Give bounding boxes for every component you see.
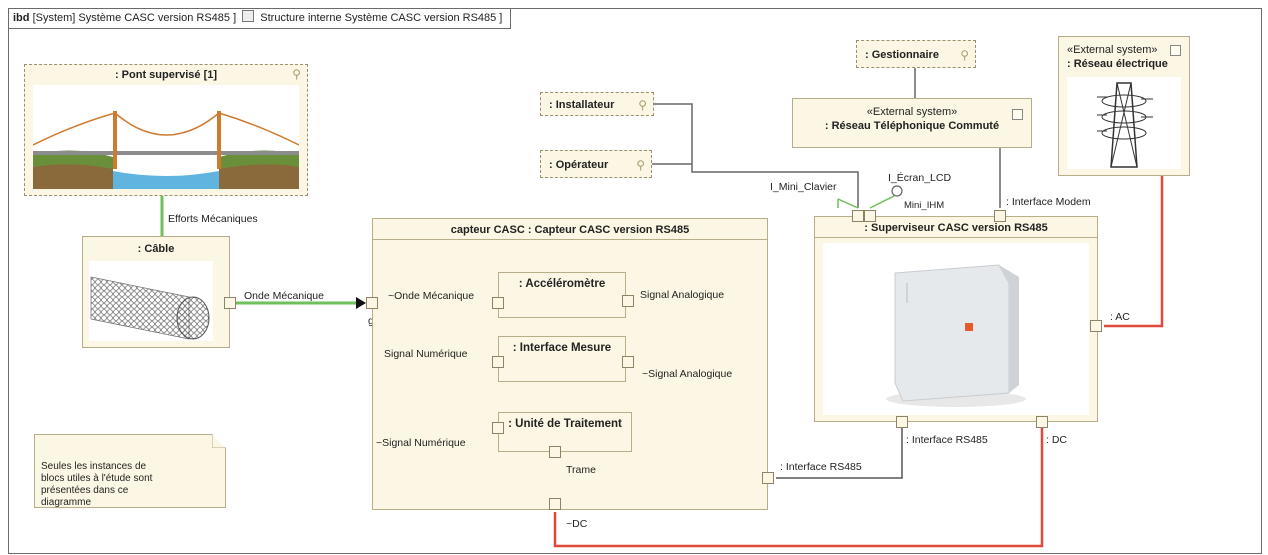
actor-icon: ⚲	[638, 98, 647, 112]
block-accelerometre-title: : Accéléromètre	[518, 278, 606, 290]
port-capteur-dc[interactable]	[549, 498, 561, 510]
note: Seules les instances de blocs utiles à l…	[34, 434, 226, 508]
reseau-stereotype: «External system»	[1067, 44, 1158, 56]
actor-icon: ⚲	[960, 48, 969, 62]
cable-illustration	[90, 276, 210, 340]
block-cable-title: : Câble	[137, 243, 175, 255]
pylon-image	[1067, 77, 1181, 169]
label-interface-rs485-sup: : Interface RS485	[906, 434, 988, 446]
label-dc-inv: ~DC	[566, 518, 588, 530]
bridge-image	[32, 85, 300, 189]
connector-dc	[553, 424, 1044, 548]
interface-ecran-lollipop	[891, 185, 903, 197]
block-superviseur-title: : Superviseur CASC version RS485	[864, 222, 1048, 234]
port-ut-in[interactable]	[492, 422, 504, 434]
label-signal-numerique-inv: ~Signal Numérique	[376, 437, 466, 449]
port-cable-onde[interactable]	[224, 297, 236, 309]
port-im-in[interactable]	[492, 356, 504, 368]
block-pont-title: : Pont supervisé [1]	[114, 69, 218, 81]
frame-header: ibd [System] Système CASC version RS485 …	[9, 9, 512, 29]
label-i-mini-clavier: I_Mini_Clavier	[770, 181, 837, 193]
frame-context: [System] Système CASC version RS485 ]	[32, 12, 237, 24]
block-reseau-title: «External system» : Réseau électrique	[1067, 43, 1189, 71]
block-interface-mesure[interactable]: : Interface Mesure	[498, 336, 626, 382]
port-superviseur-ac[interactable]	[1090, 320, 1102, 332]
cable-image	[89, 261, 213, 341]
superviseur-image	[823, 243, 1089, 415]
label-g: g	[368, 315, 374, 327]
port-mini-ecran[interactable]	[864, 210, 876, 222]
port-superviseur-dc[interactable]	[1036, 416, 1048, 428]
block-operateur-title: : Opérateur	[549, 159, 609, 171]
actor-icon: ⚲	[292, 67, 301, 81]
block-unite-title: : Unité de Traitement	[508, 418, 622, 430]
block-reseau-electrique[interactable]: «External system» : Réseau électrique	[1058, 36, 1190, 176]
port-capteur-onde[interactable]	[366, 297, 378, 309]
block-capteur-title: capteur CASC : Capteur CASC version RS48…	[450, 224, 690, 236]
port-ut-trame[interactable]	[549, 446, 561, 458]
block-installateur[interactable]: : Installateur ⚲	[540, 92, 654, 116]
actor-icon: ⚲	[636, 158, 645, 172]
connector-rs485	[776, 424, 903, 479]
label-signal-analogique: Signal Analogique	[640, 289, 725, 301]
label-trame: Trame	[566, 464, 596, 476]
connector-installateur	[654, 103, 859, 208]
port-mini-clavier[interactable]	[852, 210, 864, 222]
interface-ecran-line	[869, 195, 895, 209]
title-divider	[373, 239, 767, 240]
label-ac: : AC	[1110, 311, 1130, 323]
frame-kind: ibd	[13, 12, 30, 24]
flow-arrow	[356, 297, 366, 309]
rtc-stereotype: «External system»	[866, 106, 958, 118]
port-superviseur-rs485[interactable]	[896, 416, 908, 428]
pylon-illustration	[1097, 82, 1153, 168]
diagram-frame: ibd [System] Système CASC version RS485 …	[8, 8, 1262, 554]
cabinet-illustration	[886, 264, 1026, 407]
title-divider	[815, 237, 1097, 238]
ibd-icon	[242, 10, 255, 22]
connector-ac	[1104, 176, 1164, 328]
port-im-out[interactable]	[622, 356, 634, 368]
external-system-icon	[1170, 45, 1181, 56]
label-i-ecran: I_Écran_LCD	[888, 172, 952, 184]
note-text: Seules les instances de blocs utiles à l…	[41, 461, 153, 508]
rtc-name: : Réseau Téléphonique Commuté	[824, 120, 1000, 132]
block-interface-mesure-title: : Interface Mesure	[512, 342, 612, 354]
block-cable[interactable]: : Câble	[82, 236, 230, 348]
label-efforts: Efforts Mécaniques	[168, 213, 258, 225]
external-system-icon	[1012, 109, 1023, 120]
block-superviseur[interactable]: : Superviseur CASC version RS485	[814, 216, 1098, 422]
block-unite-traitement[interactable]: : Unité de Traitement	[498, 412, 632, 452]
block-rtc[interactable]: «External system» : Réseau Téléphonique …	[792, 98, 1032, 148]
frame-diagram-name: Structure interne Système CASC version R…	[260, 12, 503, 24]
port-capteur-rs485[interactable]	[762, 472, 774, 484]
port-interface-modem[interactable]	[994, 210, 1006, 222]
bridge-illustration	[32, 85, 300, 189]
block-rtc-title: «External system» : Réseau Téléphonique …	[793, 105, 1031, 133]
label-dc-sup: : DC	[1046, 434, 1067, 446]
interface-clavier-line	[837, 198, 859, 209]
label-interface-rs485: : Interface RS485	[780, 461, 862, 473]
reseau-name: : Réseau électrique	[1067, 58, 1168, 70]
port-accel-out[interactable]	[622, 295, 634, 307]
label-onde-inv: ~Onde Mécanique	[388, 290, 475, 302]
block-accelerometre[interactable]: : Accéléromètre	[498, 272, 626, 318]
block-pont-supervise[interactable]: : Pont supervisé [1] ⚲	[24, 64, 308, 196]
note-fold-icon	[212, 434, 226, 448]
block-gestionnaire[interactable]: : Gestionnaire ⚲	[856, 40, 976, 68]
label-signal-analogique-inv: ~Signal Analogique	[642, 368, 733, 380]
block-operateur[interactable]: : Opérateur ⚲	[540, 150, 652, 178]
block-installateur-title: : Installateur	[549, 99, 615, 111]
port-accel-in[interactable]	[492, 297, 504, 309]
label-onde: Onde Mécanique	[244, 290, 324, 302]
label-signal-numerique: Signal Numérique	[384, 348, 468, 360]
label-mini-ihm: Mini_IHM	[904, 200, 945, 211]
label-interface-modem: : Interface Modem	[1006, 196, 1091, 208]
block-gestionnaire-title: : Gestionnaire	[865, 49, 939, 61]
